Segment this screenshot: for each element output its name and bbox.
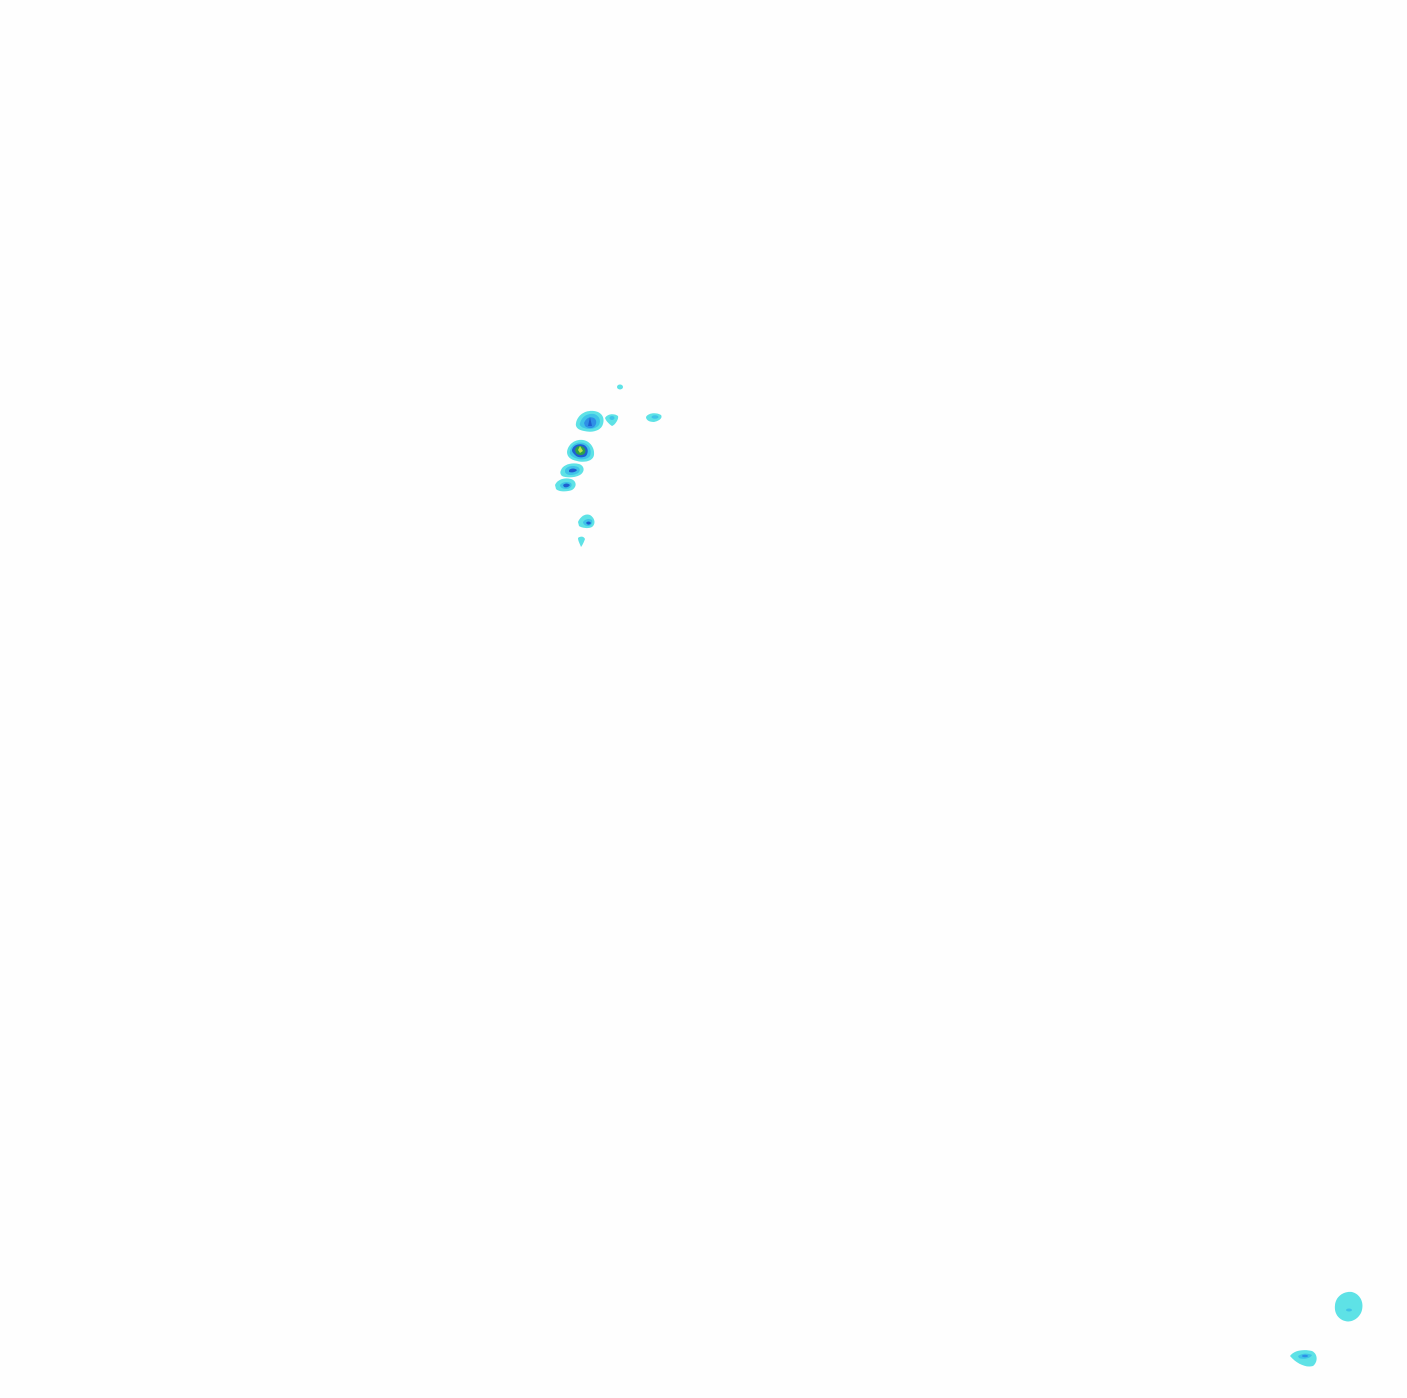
cell-tail: [578, 536, 585, 547]
cell-south-a: [560, 463, 584, 478]
cell-north-main: [575, 410, 604, 432]
cell-se-bottom: [1290, 1350, 1317, 1367]
cell-se-round: [1334, 1291, 1363, 1322]
cell-far-east: [646, 413, 662, 422]
cell-core: [567, 439, 595, 462]
cell-small-top: [617, 384, 623, 390]
cell-south-b: [555, 478, 576, 492]
cell-north-east-small: [605, 414, 619, 426]
cell-south-c: [578, 514, 595, 529]
